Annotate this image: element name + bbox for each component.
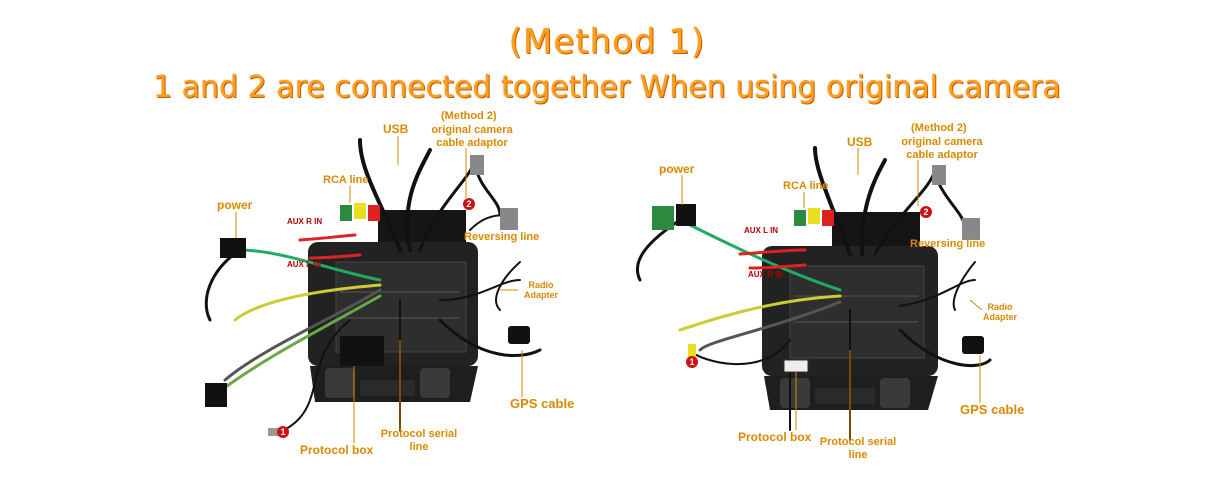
left-radio-adapter-label: Radio Adapter bbox=[523, 280, 558, 300]
right-gps-cable-label: GPS cable bbox=[960, 402, 1025, 417]
left-connectors bbox=[205, 155, 530, 436]
right-protocol-box-label: Protocol box bbox=[738, 430, 812, 444]
right-connectors bbox=[652, 165, 984, 373]
left-rca-line-label: RCA line bbox=[323, 174, 369, 186]
left-camera-adaptor-label: original camera cable adaptor bbox=[431, 124, 513, 149]
right-power-label: power bbox=[659, 162, 695, 176]
svg-text:2: 2 bbox=[923, 207, 928, 217]
right-usb-label: USB bbox=[847, 135, 873, 149]
right-aux-l-in-label: AUX L IN bbox=[744, 226, 779, 235]
svg-text:2: 2 bbox=[466, 199, 471, 209]
right-camera-adaptor-label: original camera cable adaptor bbox=[901, 136, 983, 161]
marker-1-left: 1 bbox=[277, 426, 289, 438]
leader-lines bbox=[235, 136, 983, 443]
left-usb-label: USB bbox=[383, 122, 409, 136]
right-method2-label: (Method 2) bbox=[911, 122, 967, 134]
left-aux-l-in-label: AUX L IN bbox=[287, 260, 322, 269]
right-rca-line-label: RCA line bbox=[783, 180, 829, 192]
left-protocol-serial-line-label: Protocol serial line bbox=[380, 428, 458, 453]
right-radio-adapter-label: Radio Adapter bbox=[982, 302, 1017, 322]
subtitle: 1 and 2 are connected together When usin… bbox=[153, 70, 1061, 105]
left-gps-cable-label: GPS cable bbox=[510, 396, 575, 411]
left-method2-label: (Method 2) bbox=[441, 110, 497, 122]
left-head-unit bbox=[308, 210, 478, 402]
right-aux-r-in-label: AUX R IN bbox=[748, 270, 784, 279]
svg-text:1: 1 bbox=[689, 357, 694, 367]
right-reversing-line-label: Reversing line bbox=[910, 238, 986, 250]
right-protocol-serial-line-label: Protocol serial line bbox=[819, 436, 897, 461]
method1-title: (Method 1) bbox=[508, 22, 706, 62]
left-aux-r-in-label: AUX R IN bbox=[287, 217, 323, 226]
left-protocol-box-label: Protocol box bbox=[300, 443, 374, 457]
marker-2-right: 2 bbox=[920, 206, 932, 218]
left-reversing-line-label: Reversing line bbox=[464, 231, 540, 243]
marker-1-right: 1 bbox=[686, 356, 698, 368]
svg-text:1: 1 bbox=[280, 427, 285, 437]
marker-2-left: 2 bbox=[463, 198, 475, 210]
left-power-label: power bbox=[217, 198, 253, 212]
